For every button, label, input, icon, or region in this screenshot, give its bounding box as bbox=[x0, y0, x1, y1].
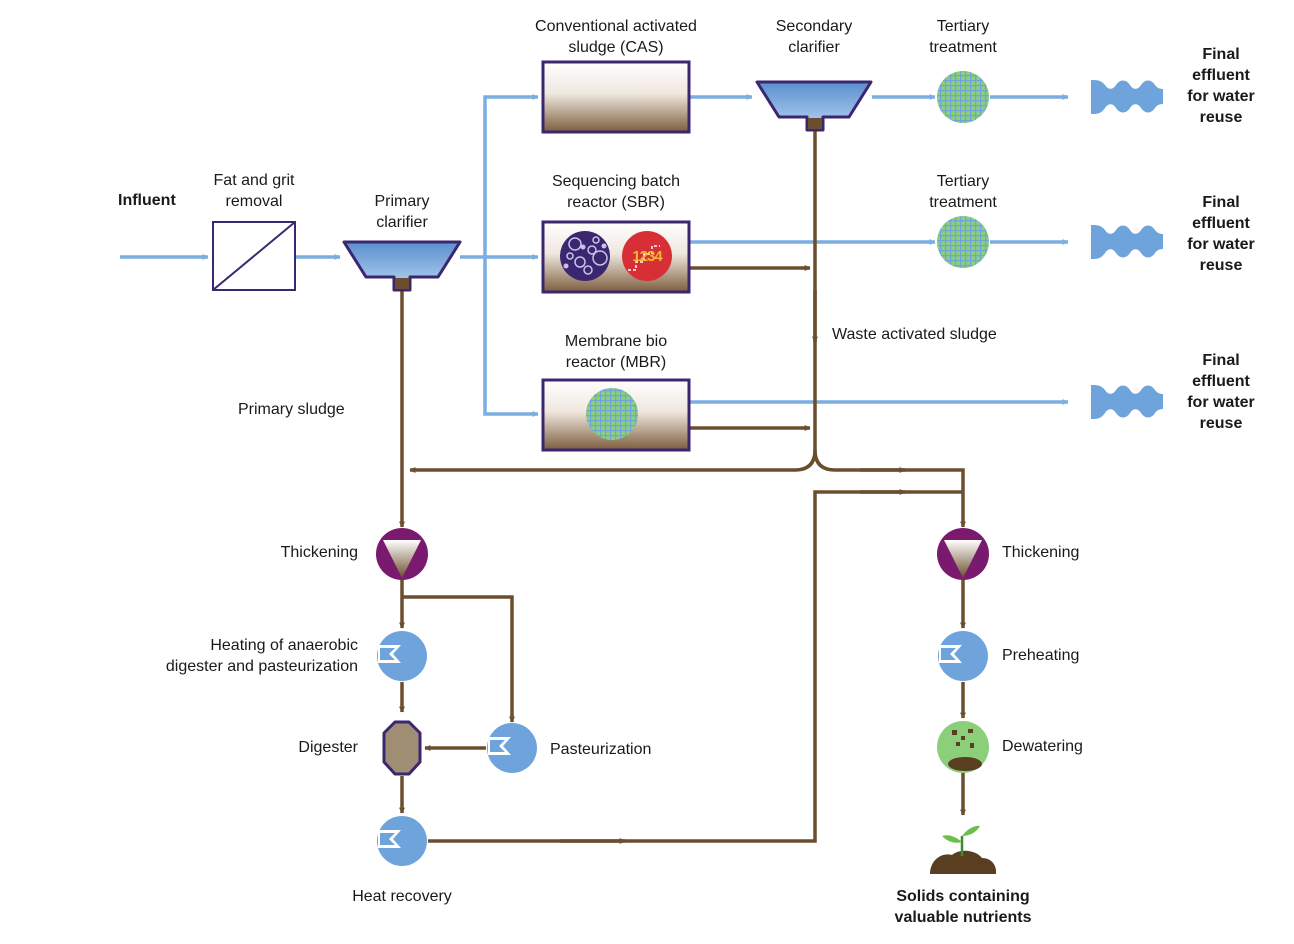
thickener-icon bbox=[937, 528, 989, 580]
mbr-membrane-icon bbox=[586, 388, 638, 440]
tertiary-treatment-label: Tertiary treatment bbox=[929, 173, 997, 211]
final-effluent-label: Final effluent for water reuse bbox=[1187, 194, 1255, 274]
sbr-tank-icon bbox=[541, 220, 691, 294]
soil-plant-icon bbox=[930, 825, 997, 874]
secondary-clarifier-label: Secondary clarifier bbox=[775, 18, 853, 56]
flow-to-cas bbox=[483, 94, 539, 257]
mbr-tank-icon bbox=[541, 378, 691, 452]
flow-recovery-to-right bbox=[428, 490, 963, 843]
heat-exchanger-icon bbox=[938, 631, 988, 681]
solids-label: Solids containing valuable nutrients bbox=[894, 888, 1032, 926]
influent-label: Influent bbox=[118, 192, 176, 209]
flow-sludge-to-left bbox=[409, 449, 817, 473]
sbr-label: Sequencing batch reactor (SBR) bbox=[551, 173, 681, 211]
sbr-sequence-numbers: 1234 bbox=[632, 248, 662, 265]
pasteurization-label: Pasteurization bbox=[550, 741, 652, 758]
sbr-sequence-icon bbox=[622, 231, 672, 281]
fat-grit-removal-label: Fat and grit removal bbox=[213, 172, 295, 210]
fat-grit-removal-icon bbox=[212, 221, 296, 291]
primary-clarifier-label: Primary clarifier bbox=[374, 193, 430, 231]
dewatering-icon bbox=[937, 721, 989, 773]
primary-clarifier-icon bbox=[342, 240, 462, 292]
sbr-bubbles-icon bbox=[560, 231, 610, 281]
primary-sludge-label: Primary sludge bbox=[238, 401, 345, 418]
heat-exchanger-icon bbox=[377, 631, 427, 681]
tertiary-filter-icon bbox=[937, 71, 989, 123]
final-effluent-label: Final effluent for water reuse bbox=[1187, 352, 1255, 432]
heat-exchanger-icon bbox=[487, 723, 537, 773]
thickener-icon bbox=[376, 528, 428, 580]
tertiary-treatment-label: Tertiary treatment bbox=[929, 18, 997, 56]
digester-label: Digester bbox=[298, 739, 358, 756]
flow-to-pasteurization bbox=[402, 595, 515, 723]
flow-to-mbr bbox=[483, 257, 539, 417]
heating-anaerobic-label: Heating of anaerobic digester and pasteu… bbox=[165, 637, 358, 675]
thickening-label: Thickening bbox=[280, 544, 358, 561]
heat-exchanger-icon bbox=[377, 816, 427, 866]
water-wave-icon bbox=[1091, 385, 1163, 419]
water-wave-icon bbox=[1091, 225, 1163, 259]
flow-sludge-to-right bbox=[813, 449, 966, 528]
waste-activated-sludge-label: Waste activated sludge bbox=[832, 326, 997, 343]
preheating-label: Preheating bbox=[1002, 647, 1080, 664]
final-effluent-label: Final effluent for water reuse bbox=[1187, 46, 1255, 126]
digester-icon bbox=[382, 720, 422, 776]
secondary-clarifier-icon bbox=[755, 80, 873, 132]
water-wave-icon bbox=[1091, 80, 1163, 114]
heat-recovery-label: Heat recovery bbox=[352, 888, 452, 905]
tertiary-filter-icon bbox=[937, 216, 989, 268]
cas-tank-icon bbox=[541, 60, 691, 134]
dewatering-label: Dewatering bbox=[1002, 738, 1083, 755]
cas-label: Conventional activated sludge (CAS) bbox=[535, 18, 697, 56]
thickening-label: Thickening bbox=[1002, 544, 1080, 561]
mbr-label: Membrane bio reactor (MBR) bbox=[564, 333, 668, 371]
